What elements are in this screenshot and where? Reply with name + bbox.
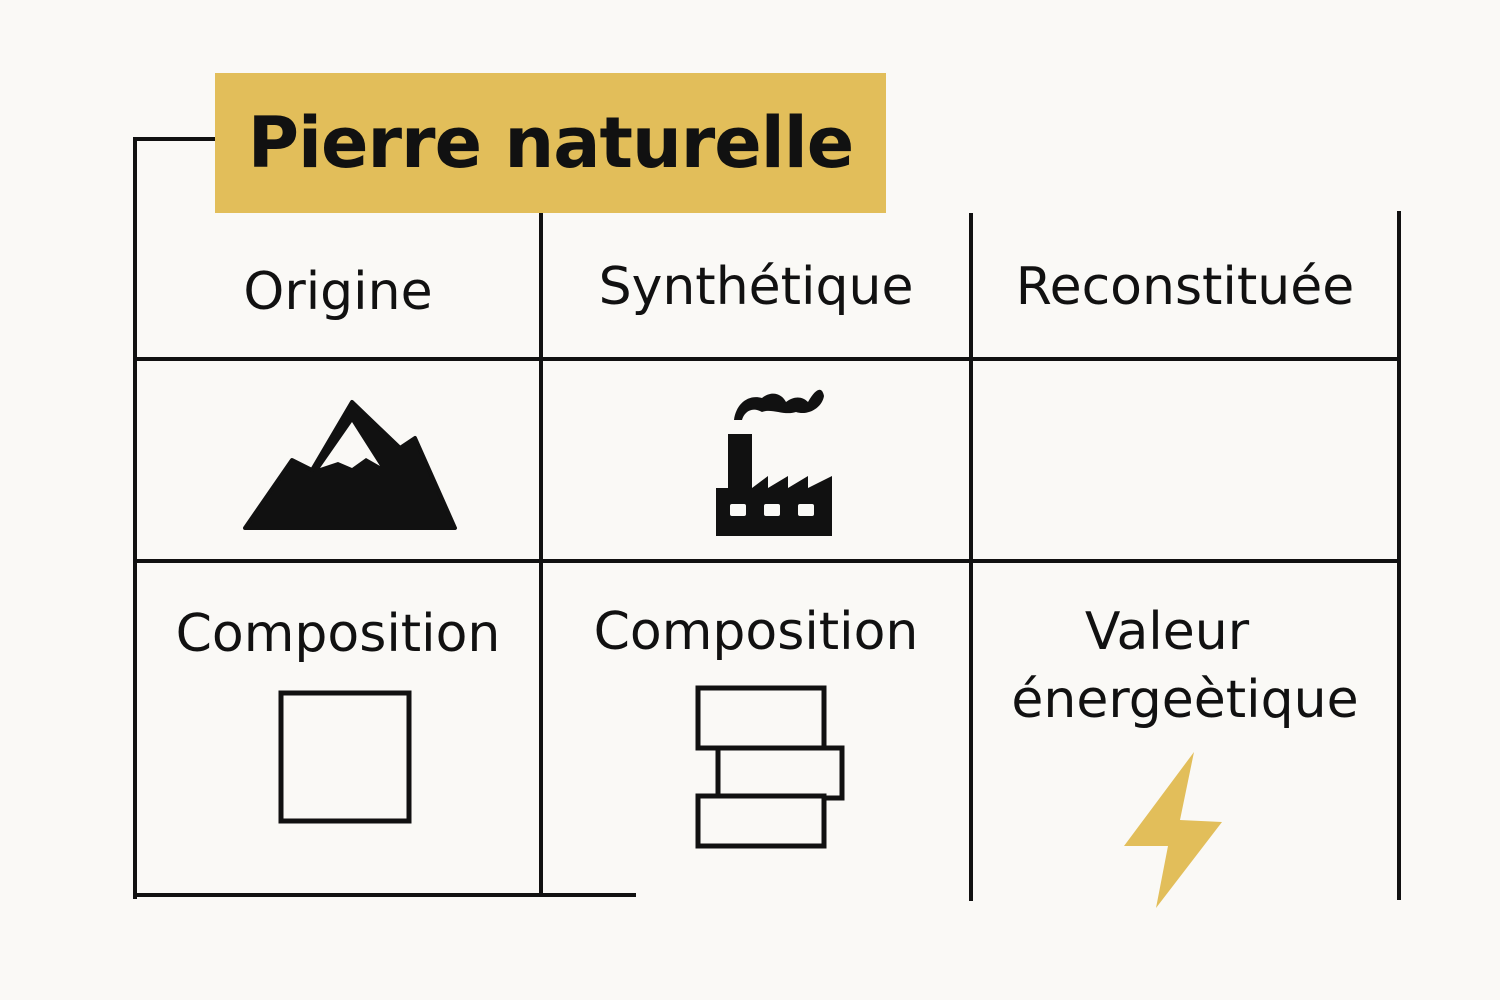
row-divider-2 xyxy=(135,559,1401,563)
header-origine: Origine xyxy=(243,262,433,322)
top-left-connector xyxy=(133,137,217,141)
composition-label-1: Composition xyxy=(175,604,501,664)
factory-icon xyxy=(716,389,832,536)
mountain-icon xyxy=(243,400,457,530)
divider-col-1 xyxy=(539,213,543,893)
divider-col-2 xyxy=(969,213,973,901)
valeur-label-line1: Valeur xyxy=(1084,602,1250,662)
title-banner: Pierre naturelle xyxy=(215,73,886,213)
composition-label-2: Composition xyxy=(593,602,919,662)
energetique-label-line2: énergeètique xyxy=(1011,670,1359,730)
right-outer-border xyxy=(1397,211,1401,900)
left-outer-border xyxy=(133,137,137,899)
bottom-border xyxy=(133,893,636,897)
square-block-icon xyxy=(278,690,412,824)
row-divider-1 xyxy=(135,357,1401,361)
header-synthetique: Synthétique xyxy=(598,257,914,317)
stacked-blocks-icon xyxy=(695,685,845,849)
header-reconstituee: Reconstituée xyxy=(1015,257,1355,317)
lightning-bolt-icon xyxy=(1124,752,1222,908)
page-title: Pierre naturelle xyxy=(247,102,854,184)
